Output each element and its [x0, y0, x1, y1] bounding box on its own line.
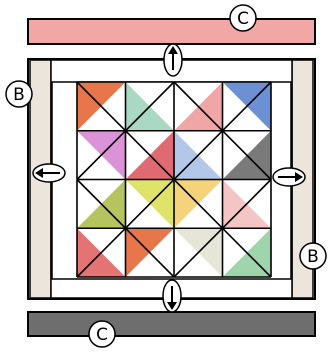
up-arrow-icon	[164, 44, 182, 76]
bottom-strip-label: C	[96, 325, 108, 345]
top-strip-c	[28, 19, 315, 44]
top-strip-label: C	[237, 9, 249, 29]
bottom-strip-c	[28, 312, 315, 336]
quilt-block	[77, 82, 271, 277]
left-arrow-icon	[33, 164, 65, 182]
right-arrow-icon	[273, 168, 305, 186]
left-side-label: B	[13, 85, 25, 105]
right-side-label: B	[307, 247, 319, 267]
down-arrow-icon	[163, 280, 181, 312]
